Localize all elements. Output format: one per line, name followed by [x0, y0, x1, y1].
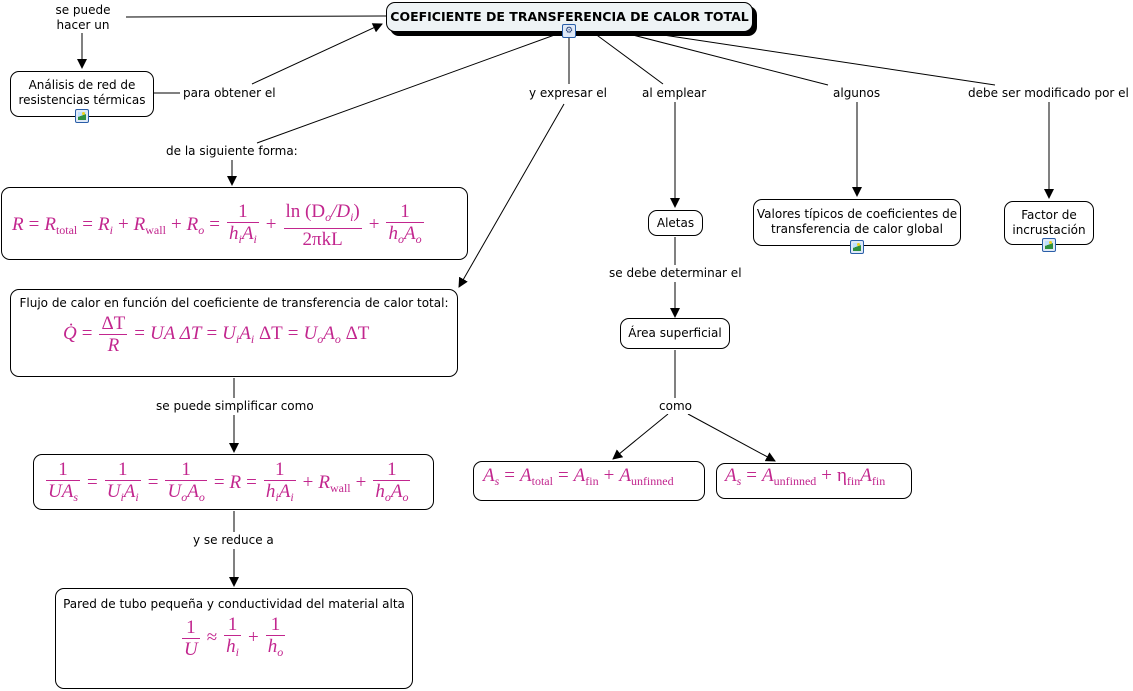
concept-map-tree-icon[interactable]: ⚙: [562, 24, 576, 38]
concept-factor-incrustacion-label: Factor de incrustación: [1012, 208, 1086, 237]
link-label-simplificar: se puede simplificar como: [156, 399, 314, 414]
link-line: [687, 413, 776, 462]
image-resource-icon[interactable]: [850, 240, 864, 254]
link-line: [114, 15, 387, 18]
equation-area-total: As=Atotal=Afin+Aunfinned: [483, 465, 674, 488]
image-resource-icon[interactable]: [1042, 238, 1056, 252]
concept-area-efectiva[interactable]: As=Aunfinned+ηfinAfin: [716, 463, 912, 499]
concept-valores-tipicos[interactable]: Valores típicos de coeficientes de trans…: [753, 199, 961, 246]
link-label-siguiente-forma: de la siguiente forma:: [166, 144, 298, 159]
concept-aletas-label: Aletas: [656, 216, 695, 230]
concept-area-superficial-label: Área superficial: [628, 326, 722, 340]
link-line: [458, 103, 565, 288]
link-line: [251, 23, 383, 85]
concept-pared-tubo[interactable]: Pared de tubo pequeña y conductividad de…: [55, 588, 413, 689]
link-label-se-puede: se puede hacer un: [40, 3, 126, 33]
concept-factor-incrustacion[interactable]: Factor de incrustación: [1004, 201, 1094, 245]
link-label-expresar: y expresar el: [529, 86, 607, 101]
concept-flujo-calor[interactable]: Flujo de calor en función del coeficient…: [10, 289, 458, 377]
link-line: [593, 32, 664, 85]
concept-area-superficial[interactable]: Área superficial: [620, 318, 730, 349]
link-label-como: como: [659, 399, 692, 414]
link-line: [649, 32, 996, 86]
concept-flujo-calor-caption: Flujo de calor en función del coeficient…: [19, 296, 449, 310]
link-line: [256, 32, 561, 144]
link-label-algunos: algunos: [833, 86, 881, 101]
link-line: [612, 413, 669, 460]
concept-aletas[interactable]: Aletas: [648, 210, 703, 236]
link-label-reduce: y se reduce a: [193, 533, 274, 548]
equation-area-efectiva: As=Aunfinned+ηfinAfin: [725, 465, 886, 488]
image-resource-icon[interactable]: [75, 109, 89, 123]
main-concept-title-text: COEFICIENTE DE TRANSFERENCIA DE CALOR TO…: [390, 9, 749, 24]
concept-area-total[interactable]: As=Atotal=Afin+Aunfinned: [473, 461, 705, 501]
link-label-modificado: debe ser modificado por el: [968, 86, 1129, 101]
concept-valores-tipicos-label: Valores típicos de coeficientes de trans…: [756, 207, 958, 236]
concept-analisis-red-label: Análisis de red de resistencias térmicas: [18, 78, 146, 107]
concept-pared-tubo-caption: Pared de tubo pequeña y conductividad de…: [63, 597, 405, 611]
link-label-emplear: al emplear: [642, 86, 707, 101]
link-label-para-obtener: para obtener el: [183, 86, 276, 101]
link-label-determinar: se debe determinar el: [609, 266, 742, 281]
link-line: [624, 32, 829, 86]
